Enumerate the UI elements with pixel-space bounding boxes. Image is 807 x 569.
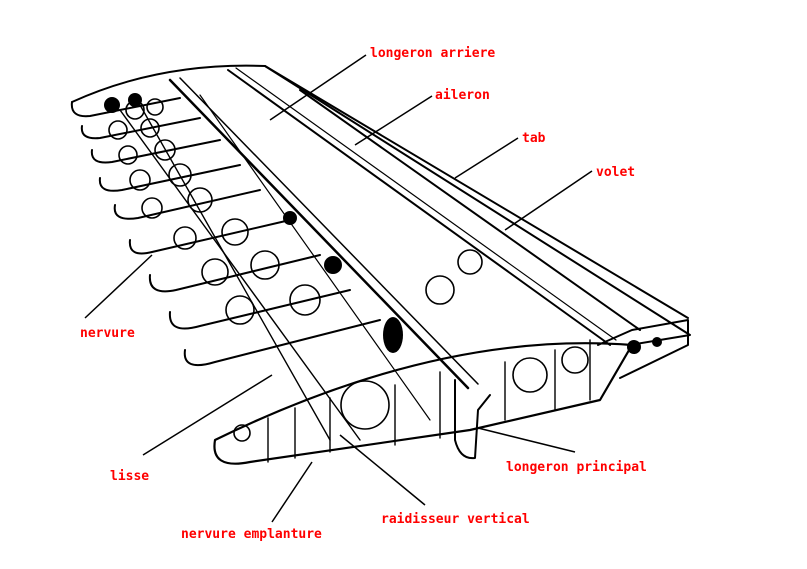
lightening-holes	[108, 98, 589, 442]
label-tab: tab	[522, 131, 546, 146]
rib-9	[183, 319, 381, 366]
rib-3	[90, 139, 221, 164]
label-longeron-arriere: longeron arriere	[370, 46, 496, 61]
leader-nervure	[84, 254, 153, 319]
leader-longeron-principal	[477, 427, 576, 453]
flap-line	[299, 89, 641, 331]
leader-raidisseur-vertical	[339, 434, 426, 506]
stringer-2	[139, 104, 331, 441]
rib-2	[80, 117, 201, 140]
rib-7	[148, 254, 321, 293]
leader-volet	[504, 170, 593, 231]
spar-fitting	[454, 379, 491, 460]
label-lisse: lisse	[110, 469, 150, 484]
rib-5	[113, 189, 261, 220]
root-rib	[213, 342, 634, 465]
dark-holes	[104, 93, 662, 354]
rib-6	[128, 219, 291, 255]
label-nervure: nervure	[80, 326, 135, 341]
leader-longeron-arriere	[269, 54, 367, 121]
rear-spar	[227, 69, 611, 346]
wing-upper-skin	[71, 64, 691, 346]
trailing-edge	[264, 65, 689, 319]
leader-aileron	[354, 95, 433, 146]
rib-4	[98, 164, 241, 192]
label-nervure-emplanture: nervure emplanture	[181, 527, 322, 542]
leader-lisse	[142, 374, 273, 456]
label-raidisseur-vertical: raidisseur vertical	[381, 512, 530, 527]
rib-8	[168, 289, 351, 330]
label-aileron: aileron	[435, 88, 490, 103]
label-longeron-principal: longeron principal	[506, 460, 647, 475]
label-volet: volet	[596, 165, 636, 180]
vertical-stiffeners	[267, 339, 591, 463]
main-spar	[168, 78, 470, 390]
leader-tab	[454, 137, 519, 179]
leader-nervure-emplanture	[271, 461, 313, 523]
rib-1	[70, 97, 181, 118]
stringer-3	[199, 94, 431, 421]
